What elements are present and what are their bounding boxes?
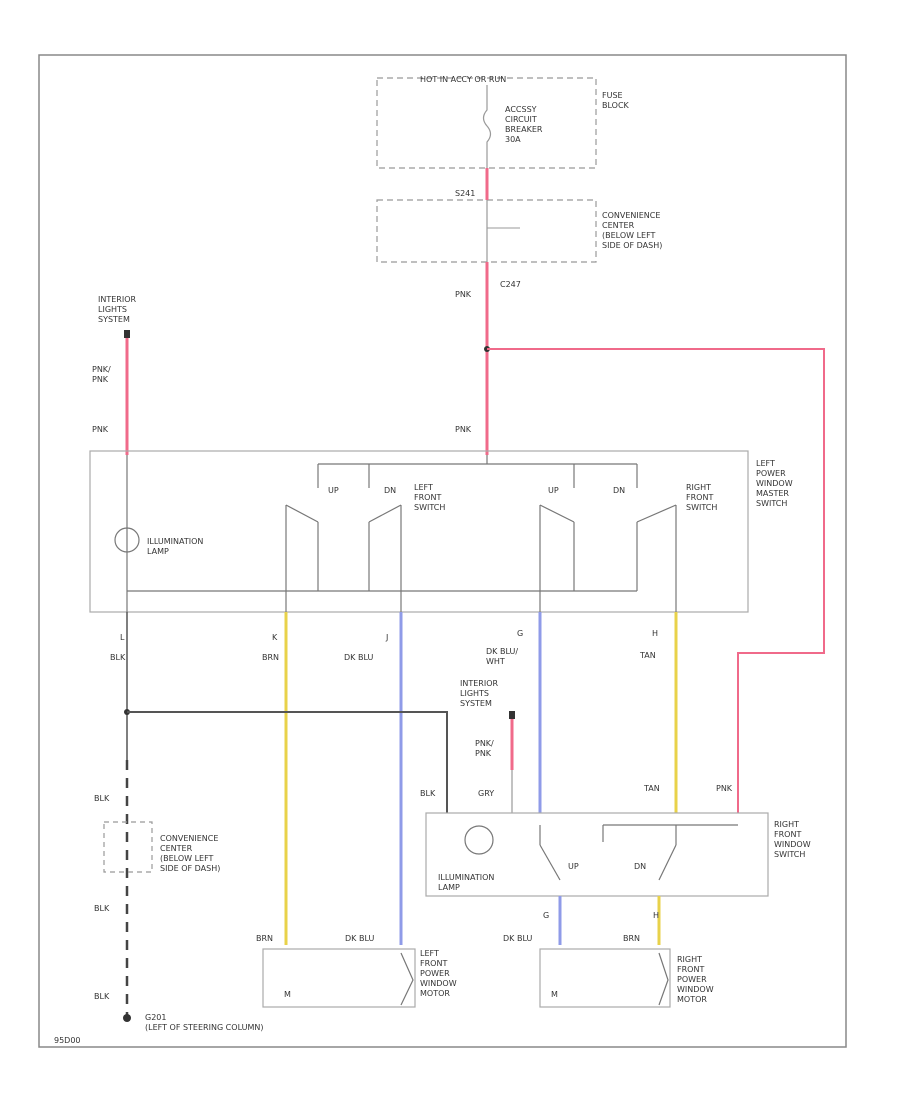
- wire-tan1: TAN: [639, 651, 656, 660]
- wire-gry: GRY: [478, 789, 494, 798]
- ground-label: G201(LEFT OF STEERING COLUMN): [145, 1013, 264, 1032]
- wire-dkblu2: DK BLU: [345, 934, 374, 943]
- dn2-label: DN: [613, 486, 625, 495]
- dn3-label: DN: [634, 862, 646, 871]
- wire-dkbluwht: DK BLU/WHT: [486, 647, 518, 666]
- wire-blk4: BLK: [94, 992, 110, 1001]
- figure-id: 95D00: [54, 1036, 81, 1045]
- right-front-window-switch-box: [425, 812, 769, 897]
- up3-label: UP: [568, 862, 579, 871]
- s241-label: S241: [455, 189, 475, 198]
- c247-label: C247: [500, 280, 521, 289]
- up2-label: UP: [548, 486, 559, 495]
- pnk-pnk-left: PNK/PNK: [92, 365, 111, 384]
- pin-l: L: [120, 633, 125, 642]
- wire-blk3: BLK: [94, 904, 110, 913]
- pin-k: K: [272, 633, 278, 642]
- connector-left-top: [124, 330, 130, 338]
- wire-blk1: BLK: [110, 653, 126, 662]
- hot-in-accy-run: HOT IN ACCY OR RUN: [420, 75, 506, 84]
- fuse-block-box: [376, 77, 597, 169]
- wire-pnk-right: PNK: [716, 784, 733, 793]
- pnk-main-label: PNK: [455, 290, 472, 299]
- ground-point: [123, 1014, 131, 1022]
- wire-brn1: BRN: [262, 653, 279, 662]
- pin-g2: G: [543, 911, 549, 920]
- pin-h: H: [652, 629, 658, 638]
- pin-j: J: [385, 633, 388, 642]
- left-front-motor-box: [262, 948, 416, 1008]
- right-motor-symbol: [658, 952, 669, 1006]
- left-front-switch-contacts: [285, 504, 402, 612]
- right-switch-contacts: [539, 824, 738, 881]
- pnk-pnk-right: PNK/PNK: [475, 739, 494, 758]
- up1-label: UP: [328, 486, 339, 495]
- dn1-label: DN: [384, 486, 396, 495]
- blk-wire-to-right-switch: [127, 711, 448, 813]
- right-front-switch-contacts: [539, 504, 677, 612]
- wire-dkblu1: DK BLU: [344, 653, 373, 662]
- pin-h2: H: [653, 911, 659, 920]
- right-front-motor-box: [539, 948, 671, 1008]
- motor-m-left: M: [284, 990, 291, 999]
- pnk-master: PNK: [455, 425, 472, 434]
- wire-brn3: BRN: [623, 934, 640, 943]
- wire-blk-right: BLK: [420, 789, 436, 798]
- wire-dkblu3: DK BLU: [503, 934, 532, 943]
- left-motor-symbol: [400, 952, 414, 1006]
- convenience-center-bottom-box: [103, 821, 153, 873]
- pink-wire-to-right-switch: [487, 348, 825, 813]
- illumination-lamp-master-symbol: [114, 527, 140, 553]
- motor-m-right: M: [551, 990, 558, 999]
- pnk-left: PNK: [92, 425, 109, 434]
- circuit-breaker-symbol: [482, 85, 492, 168]
- wire-blk2: BLK: [94, 794, 110, 803]
- wire-brn2: BRN: [256, 934, 273, 943]
- pin-g: G: [517, 629, 523, 638]
- illumination-lamp-right-symbol: [464, 825, 494, 855]
- connector-right-top: [509, 711, 515, 719]
- diagram-frame: [38, 54, 847, 1048]
- wire-tan2: TAN: [643, 784, 660, 793]
- master-switch-box: [89, 450, 749, 613]
